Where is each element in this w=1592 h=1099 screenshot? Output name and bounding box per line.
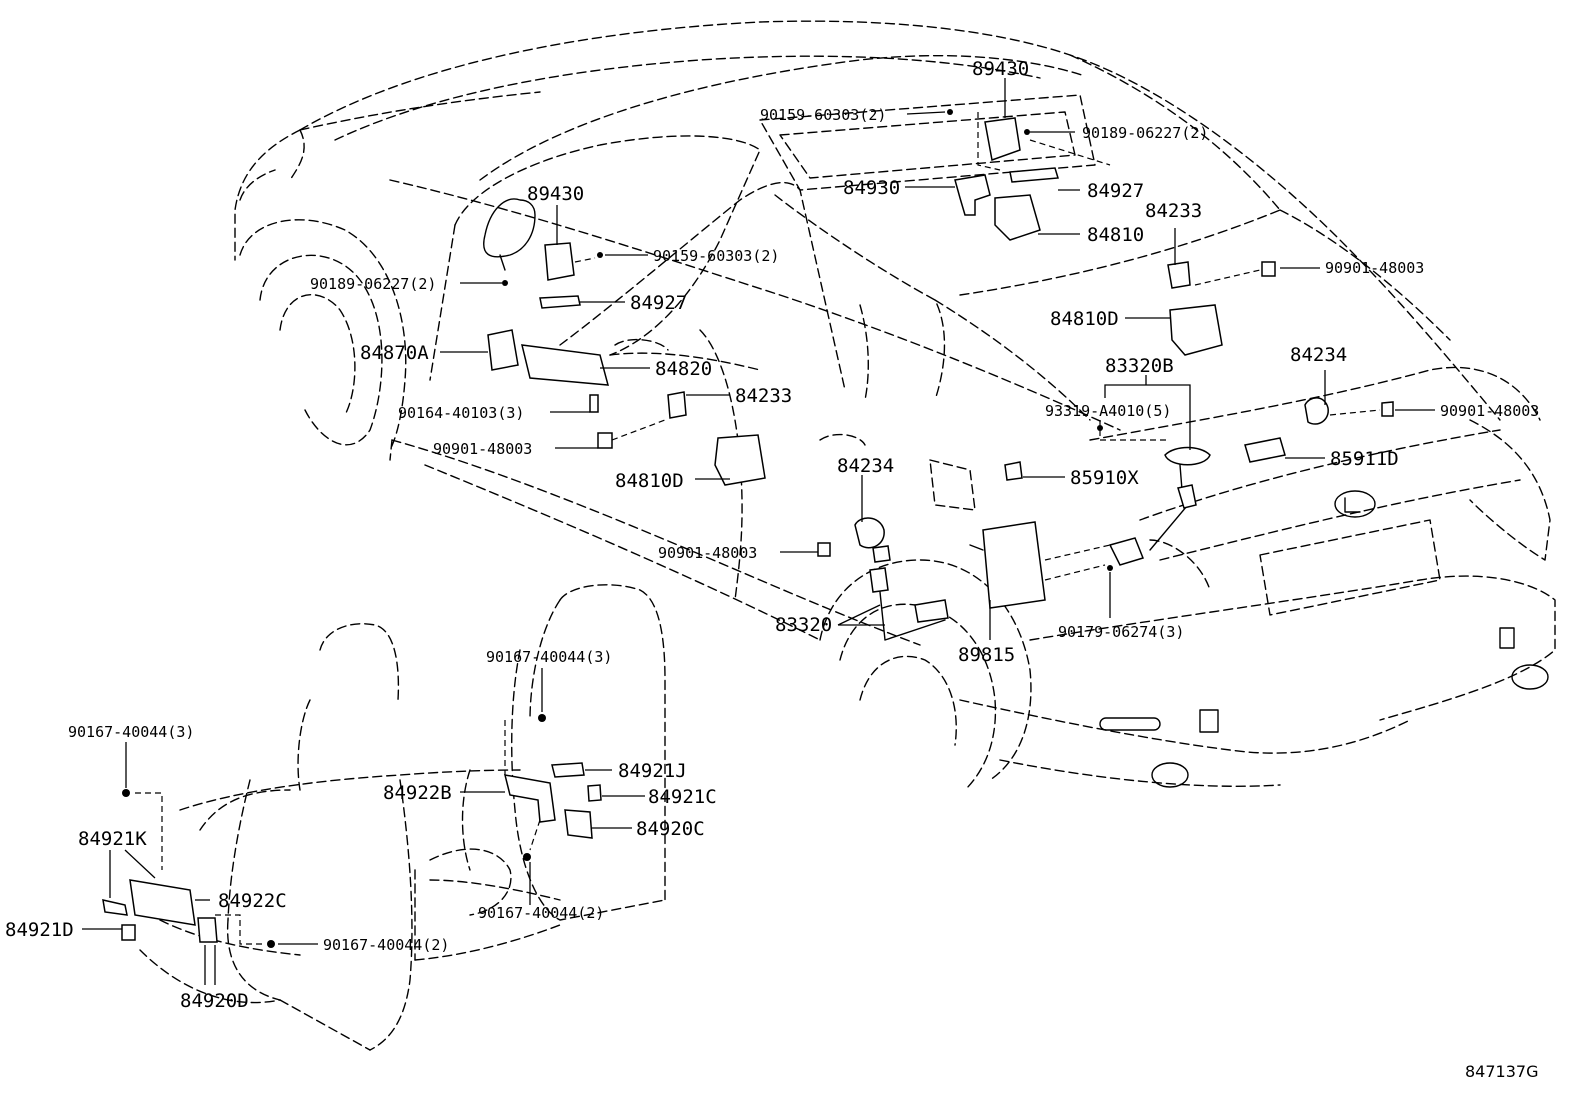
label-90167-d: 90167-40044(2) — [323, 936, 449, 954]
label-90164: 90164-40103(3) — [398, 404, 524, 422]
label-84927-top: 84927 — [1087, 180, 1144, 202]
label-84921J: 84921J — [618, 760, 687, 782]
part-labels: 89430 90159-60303(2) 90189-06227(2) 8493… — [5, 58, 1539, 1081]
label-83320: 83320 — [775, 614, 832, 636]
label-84922B: 84922B — [383, 782, 452, 804]
part-84930 — [954, 174, 991, 216]
label-84810: 84810 — [1087, 224, 1144, 246]
label-84921D: 84921D — [5, 919, 74, 941]
label-89815: 89815 — [958, 644, 1015, 666]
label-84920D: 84920D — [180, 990, 249, 1012]
part-89430-left — [544, 242, 575, 281]
part-85910X — [1004, 461, 1023, 481]
label-89430-left: 89430 — [527, 183, 584, 205]
label-83320B: 83320B — [1105, 355, 1174, 377]
label-84234-right: 84234 — [1290, 344, 1347, 366]
label-84810D-left: 84810D — [615, 470, 684, 492]
part-84927-top — [1009, 167, 1059, 183]
label-90901-b: 90901-48003 — [658, 544, 757, 562]
part-84810D-left — [714, 434, 766, 486]
label-84233-left: 84233 — [735, 385, 792, 407]
label-84820: 84820 — [655, 358, 712, 380]
label-90189-top: 90189-06227(2) — [1082, 124, 1208, 142]
label-84927-left: 84927 — [630, 292, 687, 314]
label-90167-b: 90167-40044(3) — [68, 723, 194, 741]
label-90179: 90179-06274(3) — [1058, 623, 1184, 641]
label-84930: 84930 — [843, 177, 900, 199]
part-84870A — [487, 329, 519, 371]
label-85910X: 85910X — [1070, 467, 1139, 489]
label-84870A: 84870A — [360, 342, 429, 364]
part-84921D — [121, 924, 136, 941]
part-84234-mid — [854, 517, 885, 549]
part-84920C — [564, 809, 593, 839]
part-83320B — [1164, 446, 1211, 466]
part-84233-left — [667, 391, 687, 419]
part-84922B — [503, 774, 556, 823]
part-84922C — [129, 879, 196, 926]
part-84921K — [102, 899, 128, 916]
label-84233-top: 84233 — [1145, 200, 1202, 222]
part-84921J — [551, 762, 585, 778]
label-84921K: 84921K — [78, 828, 147, 850]
label-90167-c: 90167-40044(2) — [478, 904, 604, 922]
part-90901-b — [817, 542, 831, 557]
label-89430-top: 89430 — [972, 58, 1029, 80]
label-90159-top: 90159-60303(2) — [760, 106, 886, 124]
components — [102, 109, 1394, 948]
label-90901-a: 90901-48003 — [433, 440, 532, 458]
part-89430-top — [984, 117, 1021, 162]
part-90901-d — [1381, 401, 1394, 417]
part-84820 — [521, 344, 610, 386]
label-93319: 93319-A4010(5) — [1045, 402, 1171, 420]
seats-outline — [139, 584, 666, 1051]
part-84233-top — [1167, 261, 1191, 289]
label-90189-left: 90189-06227(2) — [310, 275, 436, 293]
label-84920C: 84920C — [636, 818, 705, 840]
label-84922C: 84922C — [218, 890, 287, 912]
leader-lines — [82, 78, 1435, 985]
part-90164 — [589, 394, 599, 413]
label-85911D: 85911D — [1330, 448, 1399, 470]
label-90167-a: 90167-40044(3) — [486, 648, 612, 666]
label-84810D-right: 84810D — [1050, 308, 1119, 330]
label-90901-c: 90901-48003 — [1325, 259, 1424, 277]
part-90901-c — [1261, 261, 1276, 277]
label-90901-d: 90901-48003 — [1440, 402, 1539, 420]
part-85911D — [1244, 437, 1286, 463]
part-89815 — [982, 521, 1046, 609]
diagram-code: 847137G — [1465, 1062, 1538, 1081]
part-84810-top — [994, 194, 1041, 241]
part-84234-right — [1304, 397, 1329, 425]
part-84921C — [587, 784, 602, 802]
label-84921C: 84921C — [648, 786, 717, 808]
part-84927-left — [539, 295, 581, 309]
label-90159-left: 90159-60303(2) — [653, 247, 779, 265]
part-84810D-right — [1169, 304, 1223, 356]
label-84234-mid: 84234 — [837, 455, 894, 477]
part-90901-a — [597, 432, 613, 449]
car-outline — [234, 20, 1556, 791]
part-84920D — [197, 917, 218, 943]
